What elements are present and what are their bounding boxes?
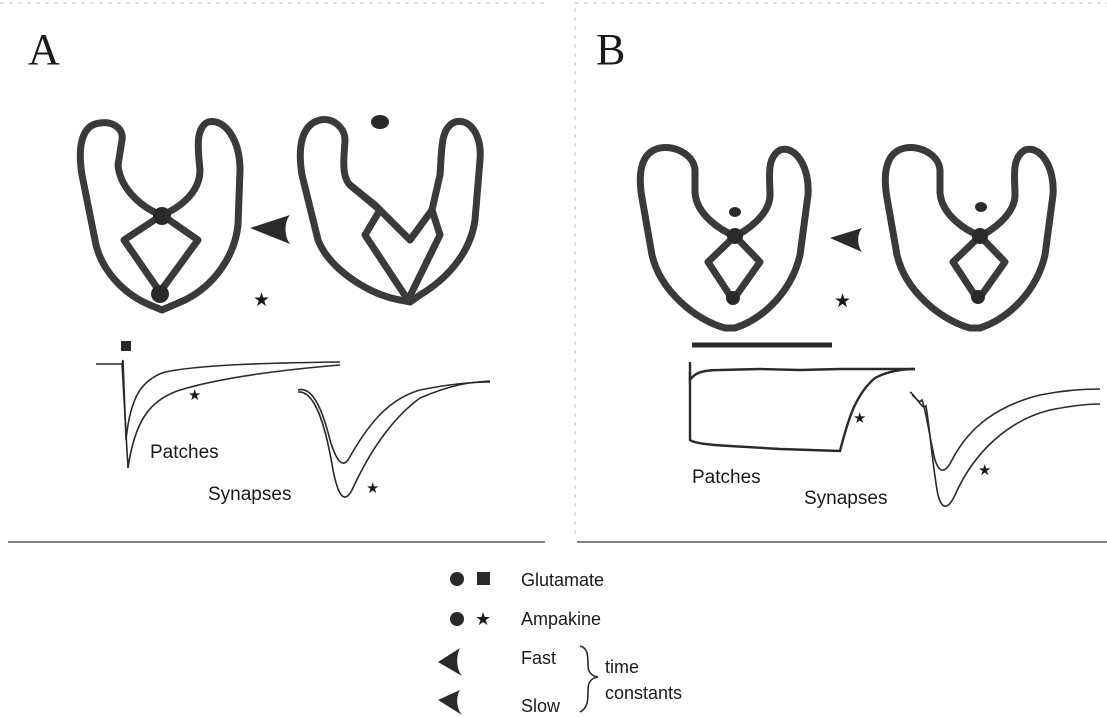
ampakine-star-icon: ★ [475,609,491,629]
panel-b-synapses-label: Synapses [804,488,887,509]
patch-trace-fast [96,360,340,440]
receptor-open-icon [300,120,480,302]
receptor-closed-b-icon [640,147,808,328]
patch-trace-b-fast [690,362,915,380]
glutamate-dot-icon [450,572,464,586]
glutamate-square-icon [477,572,490,585]
panel-a-synapses-label: Synapses [208,484,291,505]
patch-trace-b-slow [690,369,915,451]
legend-glutamate: Glutamate [521,570,604,590]
ampakine-dot [729,207,741,217]
panel-b-star-synapse: ★ [978,462,991,479]
panel-a-star-patch: ★ [188,387,201,404]
panel-b-star-free: ★ [834,291,851,312]
panel-b: B ★ ★ Patches ★ Synapses [596,25,1100,509]
panel-b-star-patch: ★ [853,410,866,427]
legend-constants: constants [605,683,682,703]
receptor-closed-b2-icon [885,147,1053,328]
legend-ampakine: Ampakine [521,609,601,629]
glutamate-square-marker [121,341,131,351]
glutamate-bound-dot-b [727,228,743,244]
transition-arrow-icon [250,215,290,244]
ampakine-bound-dot [151,285,169,303]
receptor-closed-icon [80,122,240,310]
panel-a-patches-label: Patches [150,442,219,463]
synapse-trace-b-fast [910,389,1100,470]
glutamate-bound-dot [153,207,171,225]
glutamate-free-dot [371,115,389,129]
slow-arrow-icon [438,690,462,715]
fast-arrow-icon [438,648,462,676]
synapse-trace-b-slow [912,395,1100,506]
ampakine-bound-dot-b [726,291,740,305]
ampakine-dot-b2 [975,202,987,212]
legend-fast: Fast [521,648,556,668]
legend: Glutamate ★ Ampakine Fast Slow time cons… [438,570,682,716]
transition-arrow-b-icon [830,228,862,252]
panel-a-star-synapse: ★ [366,480,379,497]
glutamate-bound-dot-b2 [972,228,988,244]
ampakine-dot-icon [450,612,464,626]
brace-icon [580,646,598,712]
synapse-trace-slow [298,381,490,497]
panel-a-star-free: ★ [253,290,270,311]
panel-b-patches-label: Patches [692,467,761,488]
legend-slow: Slow [521,696,561,716]
legend-time: time [605,657,639,677]
panel-a-letter: A [28,25,60,74]
ampakine-bound-dot-b2 [971,290,985,304]
panel-a: A ★ ★ Patches ★ Synapses [28,25,490,505]
panel-b-letter: B [596,25,625,74]
